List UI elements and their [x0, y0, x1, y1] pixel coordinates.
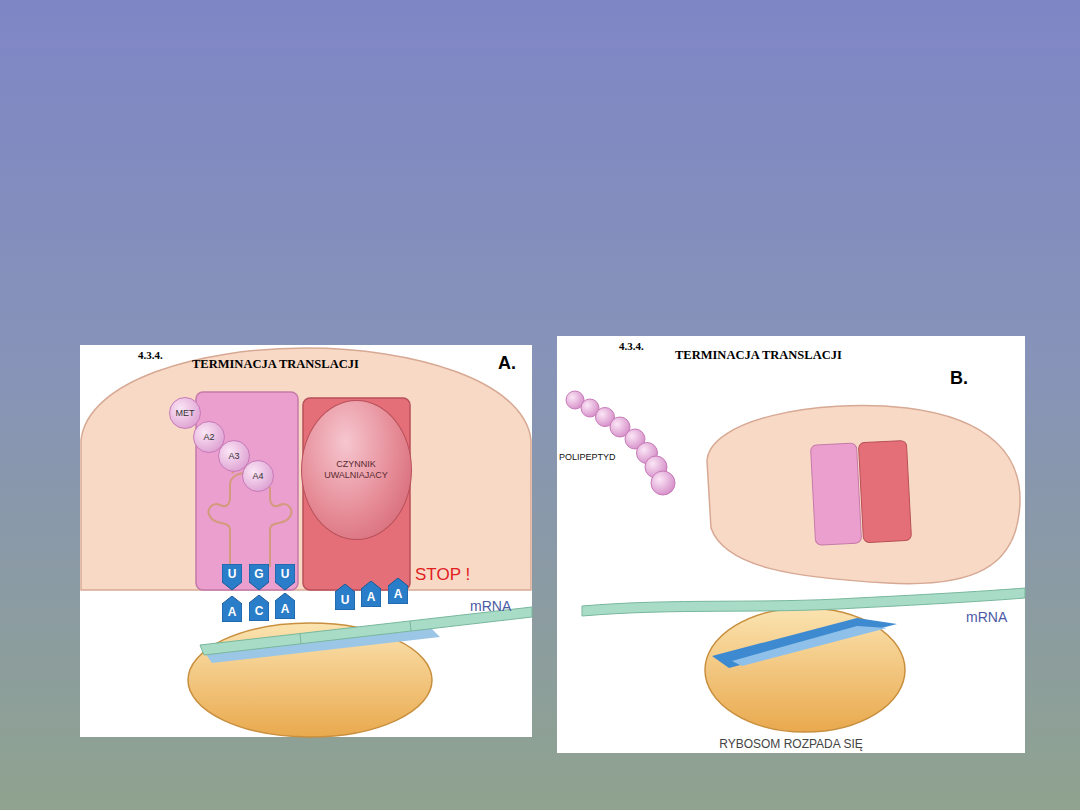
- tab-outline: [249, 595, 269, 621]
- tab-outline: [249, 564, 269, 590]
- panel-ground: [80, 345, 532, 737]
- mrna-label: mRNA: [470, 598, 511, 614]
- codon-tab: A: [361, 581, 381, 607]
- codon-letter: U: [228, 567, 237, 581]
- small-subunit: [705, 608, 905, 732]
- codon-letter: U: [341, 593, 350, 607]
- codon-letter: U: [281, 567, 290, 581]
- release-factor: CZYNNIK UWALNIAJACY: [301, 400, 412, 540]
- amino-acid-label: A3: [228, 451, 239, 461]
- codon-tab: G: [249, 564, 269, 590]
- codon-letter: A: [394, 587, 403, 601]
- codon-letter: A: [281, 602, 290, 616]
- mrna-strand: [582, 588, 1025, 616]
- panel-title: TERMINACJA TRANSLACJI: [192, 357, 359, 372]
- tab-outline: [275, 593, 295, 619]
- tab-outline: [222, 564, 242, 590]
- p-site: [810, 443, 861, 545]
- codon-tab: U: [335, 584, 355, 610]
- codon-tab: A: [388, 578, 408, 604]
- codon-tab: U: [222, 564, 242, 590]
- tab-outline: [335, 584, 355, 610]
- stop-label: STOP !: [415, 565, 470, 585]
- codon-tab: A: [275, 593, 295, 619]
- panel-b-art: [557, 336, 1025, 753]
- codon-dividers: [300, 621, 411, 644]
- subunit-groove-light: [732, 626, 887, 666]
- large-subunit: [707, 406, 1020, 584]
- tab-outline: [361, 581, 381, 607]
- codon-tab: A: [222, 596, 242, 622]
- polypeptide: [566, 391, 675, 495]
- codon-letter: A: [228, 605, 237, 619]
- panel-letter: A.: [498, 353, 516, 374]
- a-site: [858, 440, 911, 542]
- codon-letter: A: [367, 590, 376, 604]
- amino-acid-label: MET: [176, 408, 195, 418]
- diagram-panel: 4.3.4. TERMINACJA TRANSLACJI A. MET A2A3A4 CZ…: [80, 345, 532, 737]
- diagram-panel: 4.3.4. TERMINACJA TRANSLACJI B.: [557, 336, 1025, 753]
- codon-tab: C: [249, 595, 269, 621]
- mrna-label: mRNA: [966, 609, 1007, 625]
- amino-acid-bead: MET: [169, 397, 201, 429]
- tab-outline: [222, 596, 242, 622]
- codon-tab: U: [275, 564, 295, 590]
- codon-letter: G: [254, 567, 263, 581]
- polypeptide-label: POLIPEPTYD: [559, 452, 616, 462]
- release-factor-label: CZYNNIK UWALNIAJACY: [321, 459, 391, 481]
- amino-acid-label: A4: [252, 471, 263, 481]
- panel-a-art: [80, 345, 532, 737]
- tab-outline: [275, 564, 295, 590]
- panel-ground: [557, 336, 1025, 753]
- amino-acid-bead: A4: [242, 460, 274, 492]
- figure-number: 4.3.4.: [619, 340, 644, 352]
- subunit-groove: [712, 618, 897, 668]
- codon-letter: C: [255, 604, 264, 618]
- tab-outline: [388, 578, 408, 604]
- caption-label: RYBOSOM ROZPADA SIĘ: [719, 737, 863, 751]
- large-subunit: [81, 348, 531, 590]
- figure-number: 4.3.4.: [138, 349, 163, 361]
- panel-letter: B.: [950, 368, 968, 389]
- panel-title: TERMINACJA TRANSLACJI: [675, 348, 842, 363]
- amino-acid-label: A2: [203, 432, 214, 442]
